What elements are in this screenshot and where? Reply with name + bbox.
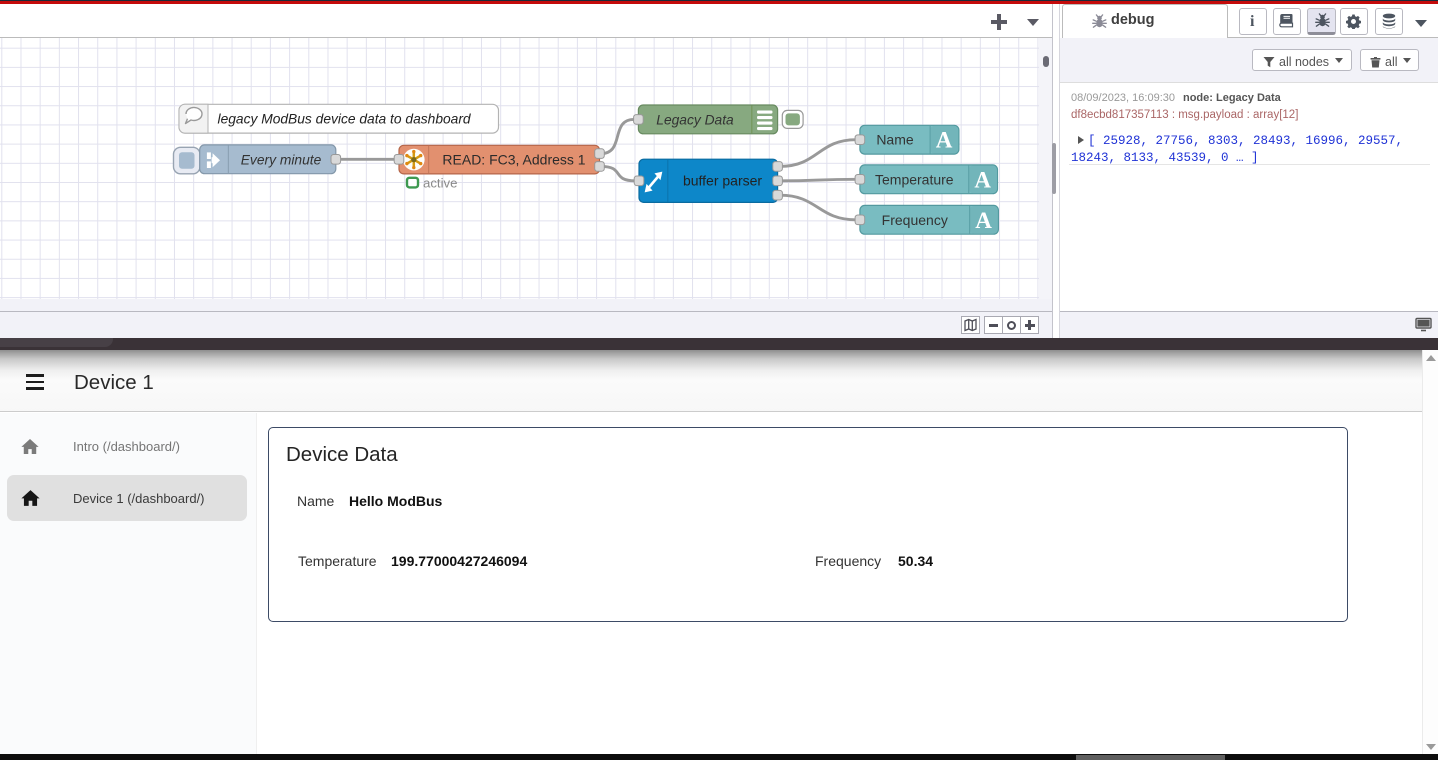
svg-text:Name: Name <box>876 132 914 148</box>
svg-text:READ: FC3, Address 1: READ: FC3, Address 1 <box>442 152 585 168</box>
svg-text:A: A <box>974 167 991 192</box>
svg-text:active: active <box>423 175 457 190</box>
svg-text:A: A <box>975 208 992 233</box>
svg-text:buffer parser: buffer parser <box>683 173 762 189</box>
svg-text:A: A <box>936 128 953 153</box>
svg-text:Frequency: Frequency <box>882 212 948 228</box>
svg-text:Temperature: Temperature <box>875 171 954 187</box>
svg-text:Legacy Data: Legacy Data <box>656 112 734 127</box>
svg-text:Every minute: Every minute <box>241 152 322 167</box>
svg-text:legacy ModBus device data to d: legacy ModBus device data to dashboard <box>218 112 472 127</box>
